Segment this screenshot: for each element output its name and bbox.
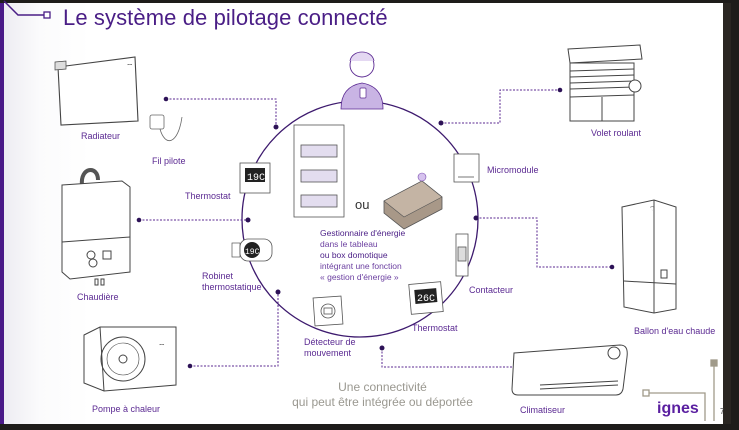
label-chaudiere: Chaudière <box>77 292 119 302</box>
desc-line-2: dans le tableau <box>320 239 378 249</box>
pilot-wire-icon <box>149 114 183 141</box>
electrical-panel-icon <box>293 124 345 218</box>
water-heater-icon: ⌔ <box>621 199 677 314</box>
desc-line-4: intégrant une fonction <box>320 261 402 271</box>
or-label: ou <box>355 197 370 212</box>
thermostat-icon: 19C <box>239 162 271 194</box>
radiator-icon: ⌔ <box>54 56 139 126</box>
tagline-line-2: qui peut être intégrée ou déportée <box>292 395 473 409</box>
label-micromodule: Micromodule <box>487 165 539 175</box>
label-contacteur: Contacteur <box>469 285 514 295</box>
air-conditioner-icon <box>511 344 628 396</box>
brand-logo: ignes <box>657 400 699 417</box>
roller-shutter-icon <box>567 44 643 122</box>
page-number: 7 <box>720 407 725 416</box>
desc-line-1: Gestionnaire d'énergie <box>320 228 406 238</box>
label-detecteur: Détecteur de mouvement <box>304 337 356 358</box>
connector-volet <box>441 89 560 124</box>
svg-text:⌔: ⌔ <box>649 206 656 213</box>
svg-text:19C: 19C <box>245 248 260 257</box>
connector-climatiseur <box>381 348 535 368</box>
svg-text:19C: 19C <box>247 173 265 184</box>
motion-detector-icon <box>312 295 344 327</box>
boiler-icon <box>61 168 131 286</box>
title-decoration <box>3 0 51 19</box>
connector-radiateur <box>166 98 277 127</box>
energy-manager-description: Gestionnaire d'énergie dans le tableau o… <box>320 228 405 283</box>
label-volet: Volet roulant <box>591 128 642 138</box>
label-fil-pilote: Fil pilote <box>152 156 186 166</box>
page-title: Le système de pilotage connecté <box>63 5 388 30</box>
slide-edge <box>723 3 731 424</box>
label-robinet: Robinet thermostatique <box>202 271 262 292</box>
label-climatiseur: Climatiseur <box>520 405 566 415</box>
label-thermostat-right: Thermostat <box>412 323 458 333</box>
thermostatic-valve-icon: 19C <box>231 238 273 262</box>
label-radiateur: Radiateur <box>81 131 121 141</box>
tagline: Une connectivité qui peut être intégrée … <box>275 380 490 410</box>
connectors <box>139 89 612 368</box>
desc-line-5: « gestion d'énergie » <box>320 272 399 282</box>
svg-text:⌔: ⌔ <box>158 342 166 351</box>
svg-text:⌔: ⌔ <box>126 62 134 71</box>
label-ballon: Ballon d'eau chaude <box>634 326 716 336</box>
person-with-phone-icon <box>340 51 384 110</box>
accent-bar <box>0 3 4 424</box>
contactor-icon <box>455 233 469 277</box>
micromodule-icon <box>453 153 480 183</box>
heat-pump-icon: ⌔ <box>83 326 177 392</box>
desc-line-3: ou box domotique <box>320 250 388 260</box>
label-thermostat-left: Thermostat <box>185 191 231 201</box>
svg-text:26C: 26C <box>417 294 435 305</box>
label-pompe: Pompe à chaleur <box>92 404 161 414</box>
thermostat-icon: 26C <box>408 281 444 315</box>
connector-ballon <box>476 217 612 268</box>
brand-decoration <box>642 359 718 421</box>
home-automation-box-icon <box>383 172 443 230</box>
connector-pompe <box>190 292 279 367</box>
tagline-line-1: Une connectivité <box>338 380 427 394</box>
